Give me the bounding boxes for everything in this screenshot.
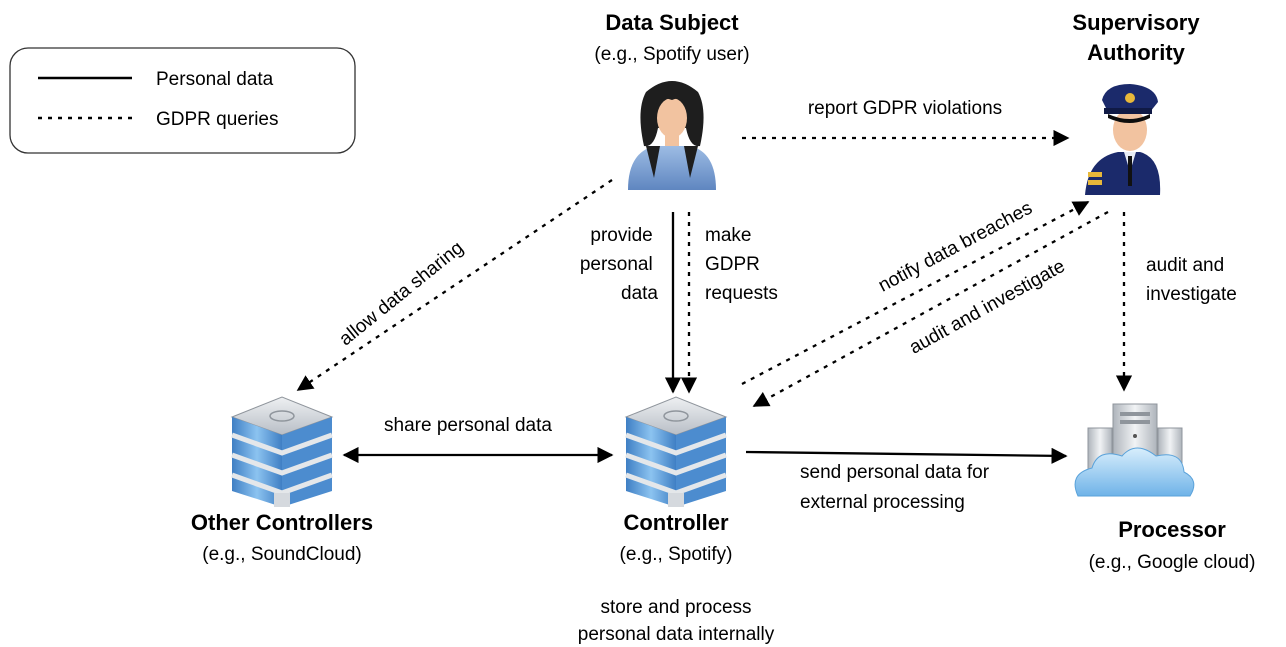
provide-line3: data xyxy=(621,283,658,304)
audit-processor-line1: audit and xyxy=(1146,255,1224,276)
send-line2: external processing xyxy=(800,492,965,513)
legend-dotted-label: GDPR queries xyxy=(156,109,279,130)
edge-label-share-data: share personal data xyxy=(384,415,552,436)
controller-subtitle: (e.g., Spotify) xyxy=(620,544,733,565)
edge-audit-controller xyxy=(752,210,1109,408)
data-subject-node: Data Subject (e.g., Spotify user) xyxy=(594,10,750,190)
legend: Personal data GDPR queries xyxy=(9,47,356,154)
user-icon xyxy=(628,81,716,190)
edge-label-provide-data: provide personal data xyxy=(580,225,659,304)
edge-label-report-violations: report GDPR violations xyxy=(808,98,1002,119)
send-line1: send personal data for xyxy=(800,462,990,483)
processor-node: Processor (e.g., Google cloud) xyxy=(1074,403,1256,573)
edge-label-make-requests: make GDPR requests xyxy=(705,225,778,304)
building-icon xyxy=(230,396,334,507)
edge-label-audit-processor: audit and investigate xyxy=(1146,255,1237,305)
data-subject-title: Data Subject xyxy=(605,10,739,35)
legend-solid-label: Personal data xyxy=(156,69,274,90)
controller-node: Controller (e.g., Spotify) store and pro… xyxy=(578,396,775,645)
edge-send-data xyxy=(745,447,1068,464)
building-icon xyxy=(624,396,728,507)
legend-box xyxy=(9,47,356,154)
supervisory-authority-node: Supervisory Authority xyxy=(1072,10,1200,195)
audit-processor-line2: investigate xyxy=(1146,284,1237,305)
edge-label-send-data: send personal data for external processi… xyxy=(800,462,994,513)
other-controllers-node: Other Controllers (e.g., SoundCloud) xyxy=(191,396,373,565)
processor-subtitle: (e.g., Google cloud) xyxy=(1089,552,1256,573)
controller-note-line1: store and process xyxy=(600,597,751,618)
requests-line2: GDPR xyxy=(705,254,760,275)
provide-line2: personal xyxy=(580,254,653,275)
cloud-server-icon xyxy=(1074,403,1195,497)
supervisory-authority-title-line2: Authority xyxy=(1087,40,1186,65)
supervisory-authority-title-line1: Supervisory xyxy=(1072,10,1200,35)
processor-title: Processor xyxy=(1118,517,1226,542)
edge-label-allow-sharing: allow data sharing xyxy=(335,237,467,350)
data-subject-subtitle: (e.g., Spotify user) xyxy=(594,44,749,65)
requests-line3: requests xyxy=(705,283,778,304)
other-controllers-title: Other Controllers xyxy=(191,510,373,535)
provide-line1: provide xyxy=(590,225,652,246)
controller-title: Controller xyxy=(623,510,729,535)
other-controllers-subtitle: (e.g., SoundCloud) xyxy=(202,544,362,565)
requests-line1: make xyxy=(705,225,751,246)
police-officer-icon xyxy=(1085,84,1161,195)
edge-allow-sharing xyxy=(296,179,613,391)
controller-note-line2: personal data internally xyxy=(578,624,775,645)
